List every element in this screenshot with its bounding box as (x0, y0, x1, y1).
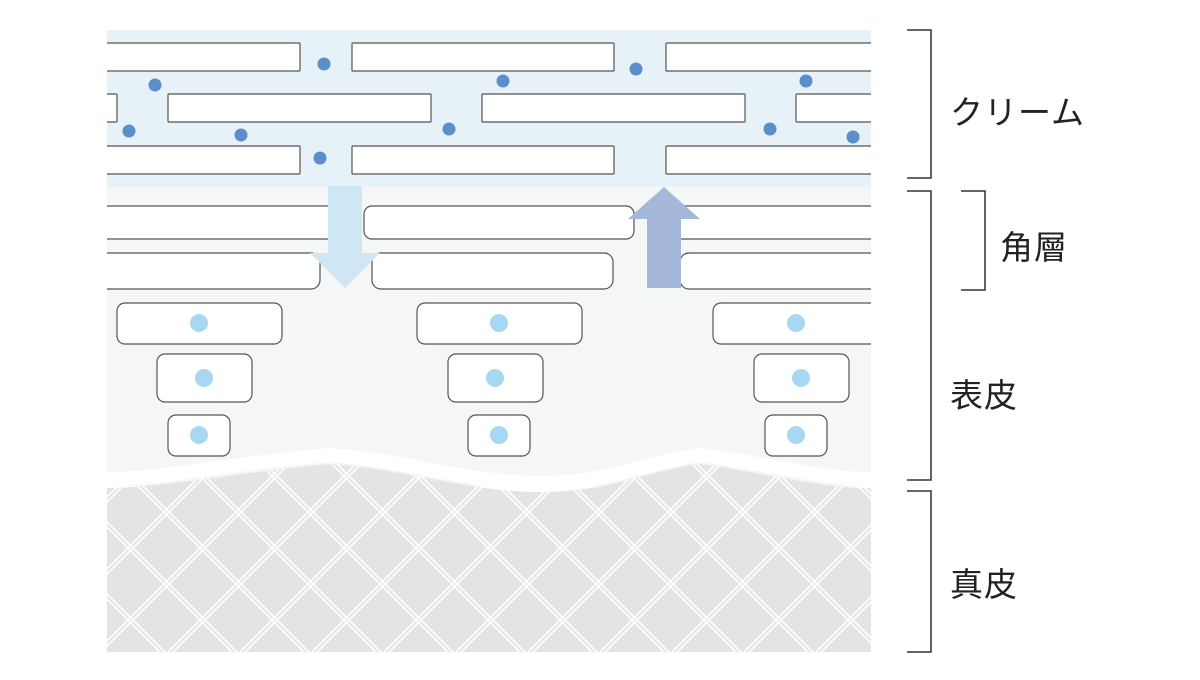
cream-bracket (907, 29, 932, 179)
corneum-cell (107, 252, 321, 290)
corneum-cell (107, 205, 343, 240)
cream-particle (496, 74, 510, 88)
dermis-bracket (907, 490, 932, 653)
mesh-line (0, 440, 101, 660)
mesh-line (159, 464, 381, 652)
cream-brick (107, 145, 301, 175)
mesh-line (164, 464, 386, 652)
cell-nucleus (490, 426, 508, 444)
mesh-line (0, 440, 97, 660)
mesh-line (1096, 440, 1200, 660)
mesh-line (1033, 440, 1200, 660)
mesh-line (884, 440, 1104, 660)
mesh-line (956, 440, 1176, 660)
cream-particle (234, 128, 248, 142)
stratum-corneum-cells (107, 205, 871, 290)
mesh-line (889, 440, 1109, 660)
cream-particle (148, 78, 162, 92)
mesh-line (961, 440, 1181, 660)
mesh-line (807, 464, 871, 652)
cream-brick (107, 42, 301, 72)
cream-particle (442, 122, 456, 136)
mesh-line (812, 464, 871, 652)
epidermis-bracket (907, 190, 932, 481)
cell-nucleus (190, 314, 208, 332)
mesh-line (107, 464, 309, 652)
mesh-line (312, 464, 534, 652)
mesh-line (107, 464, 169, 652)
mesh-line (1100, 440, 1200, 660)
mesh-line (1168, 440, 1200, 660)
corneum-cell (363, 205, 635, 240)
mesh-line (957, 440, 1177, 660)
mesh-line (0, 440, 29, 660)
cream-particle (763, 122, 777, 136)
corneum-cell (679, 252, 871, 290)
mesh-line (740, 464, 871, 652)
mesh-line (1029, 440, 1200, 660)
mesh-line (519, 464, 741, 652)
cell-nucleus (792, 369, 810, 387)
epidermis-dermis-boundary (106, 447, 872, 491)
cream-brick (665, 145, 871, 175)
mesh-line (1105, 440, 1200, 660)
mesh-line (1101, 440, 1200, 660)
mesh-line (952, 440, 1172, 660)
cell-nucleus (787, 426, 805, 444)
mesh-line (1173, 440, 1200, 660)
mesh-line (591, 464, 813, 652)
mesh-line (735, 464, 871, 652)
cream-particle (317, 57, 331, 71)
cream-brick (481, 93, 746, 123)
cell-nucleus (195, 369, 213, 387)
cream-particles (122, 57, 860, 165)
cream-particle (122, 124, 136, 138)
stratum-corneum-label: 角層 (1000, 228, 1068, 267)
cream-brick (351, 145, 615, 175)
mesh-line (1028, 440, 1200, 660)
cream-particle (799, 74, 813, 88)
cream-brick (665, 42, 871, 72)
mesh-line (107, 464, 246, 652)
mesh-line (1024, 440, 1200, 660)
mesh-line (107, 464, 174, 652)
cream-brick (351, 42, 615, 72)
mesh-line (1172, 440, 1200, 660)
mesh-line (0, 440, 92, 660)
corneum-cell (371, 252, 614, 290)
dermis-label: 真皮 (950, 565, 1018, 604)
corneum-cell (659, 205, 871, 240)
cream-brick (167, 93, 432, 123)
epidermal-cells (116, 302, 871, 457)
mesh-line (880, 440, 1100, 660)
mesh-line (524, 464, 746, 652)
mesh-line (885, 440, 1105, 660)
cell-nucleus (190, 426, 208, 444)
mesh-line (672, 464, 871, 652)
cream-bricks (107, 42, 871, 175)
cream-label: クリーム (950, 93, 1086, 132)
mesh-line (0, 440, 25, 660)
mesh-line (231, 464, 453, 652)
cream-particle (313, 151, 327, 165)
cell-nucleus (490, 314, 508, 332)
cell-nucleus (486, 369, 504, 387)
stratum-corneum-bracket (961, 190, 986, 291)
layer-brackets (907, 29, 986, 653)
cream-particle (846, 130, 860, 144)
epidermis-label: 表皮 (950, 376, 1018, 415)
mesh-line (0, 440, 24, 660)
mesh-line (0, 440, 20, 660)
mesh-line (240, 464, 462, 652)
arrow-down-icon (310, 186, 380, 288)
cream-particle (629, 62, 643, 76)
cell-nucleus (787, 314, 805, 332)
arrow-up-icon (628, 187, 700, 288)
mesh-line (107, 464, 314, 652)
mesh-line (1177, 440, 1200, 660)
mesh-line (0, 440, 96, 660)
cream-brick (107, 93, 118, 123)
cream-brick (795, 93, 871, 123)
